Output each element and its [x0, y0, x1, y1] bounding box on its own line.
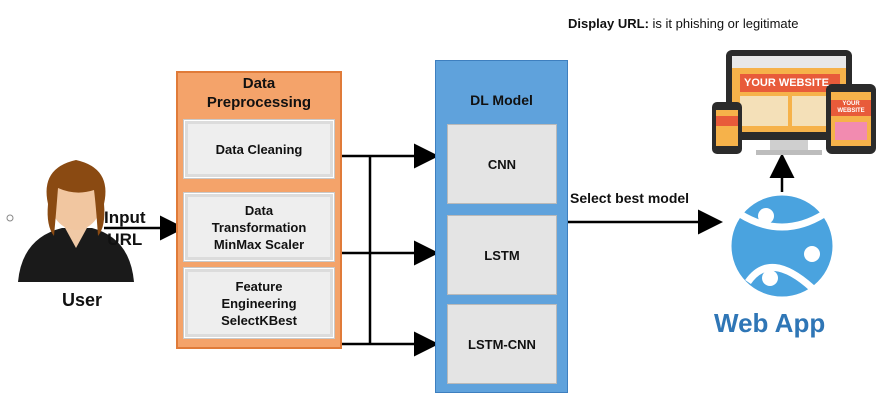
- model-cnn: CNN: [447, 124, 557, 204]
- input-url-line1: Input: [104, 208, 146, 227]
- select-best-model-label: Select best model: [570, 190, 690, 206]
- user-icon: [6, 160, 134, 282]
- model-label: LSTM-CNN: [468, 336, 536, 352]
- model-label: LSTM: [484, 247, 520, 263]
- model-label: CNN: [487, 156, 517, 172]
- step-label: Transformation: [211, 219, 307, 235]
- display-url-text: is it phishing or legitimate: [648, 16, 799, 31]
- web-app-label: Web App: [714, 308, 826, 338]
- display-url-label: Display URL:: [568, 16, 649, 31]
- tablet-website-text: YOUR WEBSITE: [837, 101, 865, 114]
- responsive-devices-icon: [712, 50, 876, 155]
- dl-model-title: DL Model: [470, 92, 533, 108]
- preprocessing-title-line2: Preprocessing: [206, 94, 312, 111]
- step-label: Data Cleaning: [215, 141, 303, 157]
- step-label: Data: [244, 202, 274, 218]
- web-app-icon: [728, 192, 836, 300]
- display-url-caption: Display URL: is it phishing or legitimat…: [568, 16, 798, 31]
- step-label: MinMax Scaler: [213, 236, 305, 252]
- step-data-cleaning: Data Cleaning: [184, 120, 334, 178]
- input-url-label: Input URL: [104, 207, 146, 251]
- step-data-transformation: Data Transformation MinMax Scaler: [184, 193, 334, 261]
- model-lstm: LSTM: [447, 215, 557, 295]
- step-feature-engineering: Feature Engineering SelectKBest: [184, 268, 334, 338]
- monitor-website-text: YOUR WEBSITE: [744, 77, 829, 89]
- step-label: SelectKBest: [221, 312, 297, 328]
- step-label: Feature: [235, 278, 283, 294]
- input-url-line2: URL: [107, 230, 143, 249]
- step-label: Engineering: [221, 295, 297, 311]
- preprocessing-title-line1: Data: [242, 75, 276, 92]
- user-label: User: [62, 290, 103, 310]
- model-lstm-cnn: LSTM-CNN: [447, 304, 557, 384]
- preprocessing-title: Data Preprocessing: [176, 74, 342, 112]
